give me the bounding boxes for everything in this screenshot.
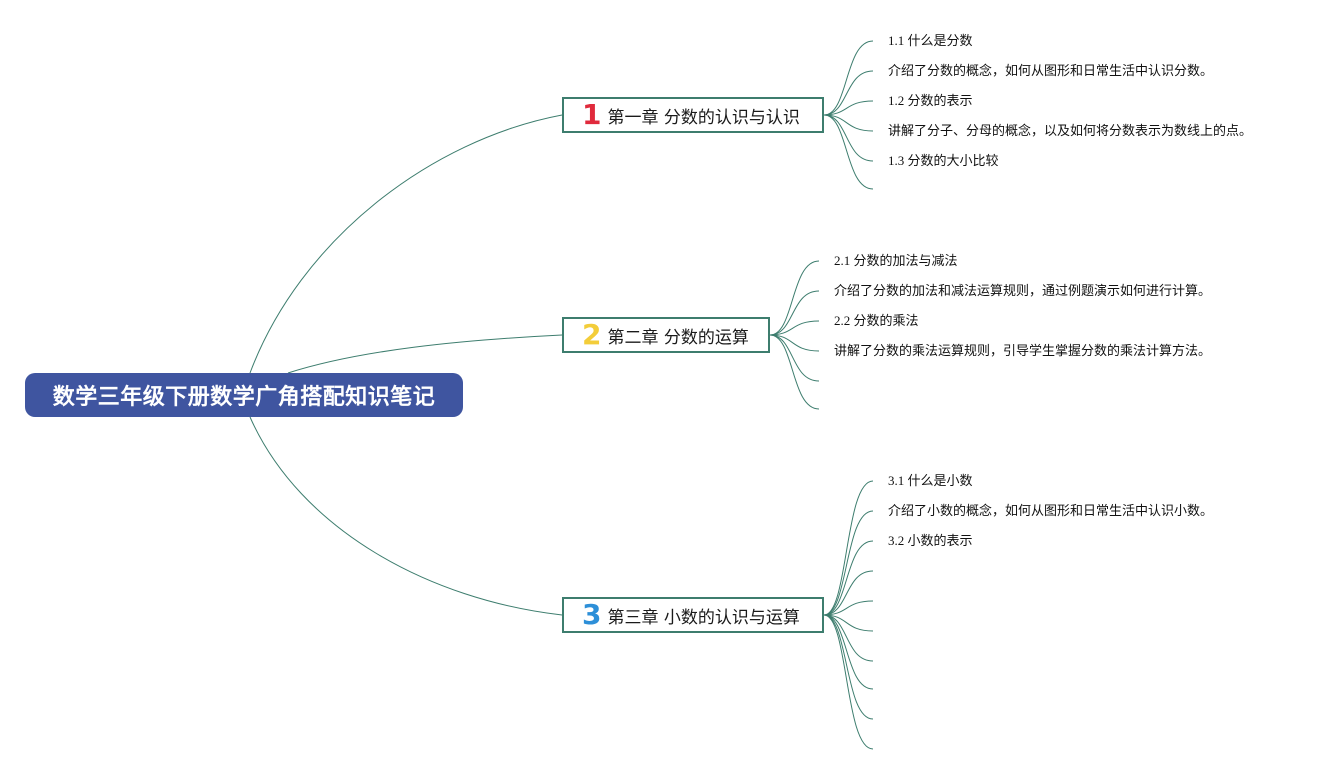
chapter-2-branch-line — [769, 290, 820, 336]
chapter-2-title: 第二章 分数的运算 — [607, 327, 749, 348]
chapter-1-node[interactable]: 1 第一章 分数的认识与认识 — [562, 97, 824, 133]
root-to-chapter-3-connector — [249, 416, 563, 616]
chapter-2-branch-line — [769, 260, 820, 336]
chapter-3-branch-line — [823, 614, 874, 750]
root-to-chapter-2-connector — [287, 334, 563, 374]
chapter-2-topic[interactable]: 2.2 分数的乘法 — [834, 313, 919, 328]
chapter-1-topic[interactable]: 1.2 分数的表示 — [888, 93, 973, 108]
chapter-3-branch-line — [823, 600, 874, 616]
chapter-1-branch-line — [823, 100, 874, 116]
chapter-2-branch-line — [769, 334, 820, 410]
chapter-1-branch-line — [823, 114, 874, 190]
chapter-2-branch-line — [769, 334, 820, 382]
chapter-2-topic[interactable]: 2.1 分数的加法与减法 — [834, 253, 958, 268]
chapter-3-branch-line — [823, 510, 874, 616]
chapter-3-node[interactable]: 3 第三章 小数的认识与运算 — [562, 597, 824, 633]
chapter-3-branch-line — [823, 570, 874, 616]
chapter-3-topic[interactable]: 3.2 小数的表示 — [888, 533, 973, 548]
chapter-1-branch-line — [823, 114, 874, 162]
chapter-3-number-icon: 3 — [582, 598, 602, 631]
chapter-3-title: 第三章 小数的认识与运算 — [607, 607, 800, 628]
chapter-1-number-icon: 1 — [582, 98, 602, 131]
chapter-3-branch-line — [823, 480, 874, 616]
chapter-1-branch-line — [823, 40, 874, 116]
root-topic[interactable]: 数学三年级下册数学广角搭配知识笔记 — [25, 373, 463, 417]
chapter-1-topic[interactable]: 介绍了分数的概念，如何从图形和日常生活中认识分数。 — [888, 63, 1214, 78]
chapter-3-branch-line — [823, 614, 874, 690]
root-to-chapter-1-connector — [249, 114, 563, 374]
chapter-1-branch-line — [823, 70, 874, 116]
chapter-3-topic[interactable]: 3.1 什么是小数 — [888, 473, 973, 488]
chapter-1-topic[interactable]: 1.1 什么是分数 — [888, 33, 973, 48]
chapter-3-branch-line — [823, 540, 874, 616]
chapter-3-topic[interactable]: 介绍了小数的概念，如何从图形和日常生活中认识小数。 — [888, 503, 1214, 518]
chapter-3-branch-line — [823, 614, 874, 632]
chapter-2-number-icon: 2 — [582, 318, 602, 351]
chapter-3-branch-line — [823, 614, 874, 662]
chapter-2-topic[interactable]: 讲解了分数的乘法运算规则，引导学生掌握分数的乘法计算方法。 — [834, 343, 1212, 358]
chapter-2-branch-line — [769, 320, 820, 336]
chapter-2-branch-line — [769, 334, 820, 352]
root-title: 数学三年级下册数学广角搭配知识笔记 — [52, 385, 436, 410]
chapter-2-topic[interactable]: 介绍了分数的加法和减法运算规则，通过例题演示如何进行计算。 — [834, 283, 1212, 298]
chapter-2-node[interactable]: 2 第二章 分数的运算 — [562, 317, 770, 353]
chapter-1-title: 第一章 分数的认识与认识 — [607, 107, 800, 128]
chapter-1-topic[interactable]: 讲解了分子、分母的概念，以及如何将分数表示为数线上的点。 — [888, 123, 1253, 138]
chapter-1-topic[interactable]: 1.3 分数的大小比较 — [888, 153, 999, 168]
chapter-1-branch-line — [823, 114, 874, 132]
